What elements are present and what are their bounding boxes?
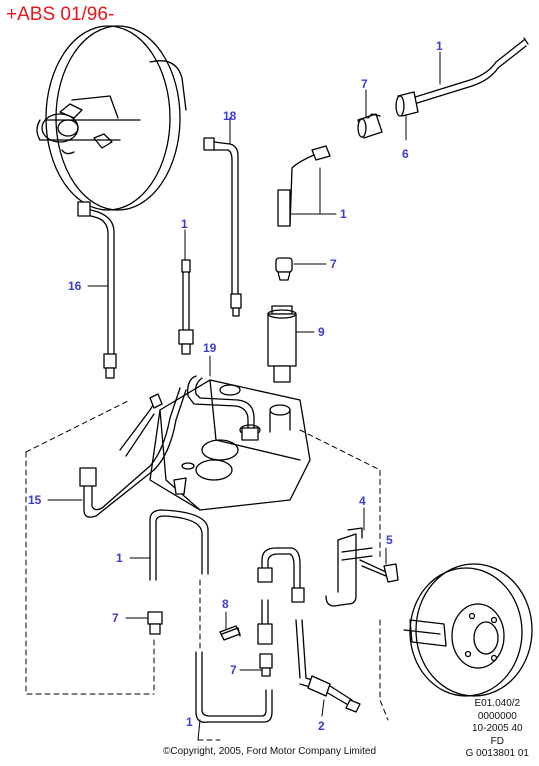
callout-1-bottom: 1 — [186, 715, 193, 729]
reference-line: 10-2005 40 — [472, 723, 523, 734]
brake-pipe-18 — [203, 137, 242, 317]
leader-lines — [47, 51, 441, 741]
brake-pipe-15 — [79, 387, 187, 518]
callout-2: 2 — [318, 719, 325, 733]
dashed-guides — [25, 399, 389, 741]
copyright-notice: ©Copyright, 2005, Ford Motor Company Lim… — [162, 746, 377, 757]
upper-right-pipe — [357, 37, 529, 139]
bolt-5 — [359, 559, 399, 583]
callout-7-left: 7 — [112, 611, 119, 625]
brake-hose — [257, 547, 361, 713]
brake-pipe-19 — [187, 375, 259, 441]
bracket-4 — [325, 527, 373, 607]
callout-1-left: 1 — [116, 551, 123, 565]
reference-line: 0000000 — [477, 710, 517, 722]
diagram-title: +ABS 01/96- — [6, 4, 115, 25]
callout-15: 15 — [28, 493, 42, 507]
hydraulic-control-unit — [149, 379, 311, 511]
callout-1-center: 1 — [181, 217, 188, 231]
brake-pipe-16 — [77, 201, 117, 379]
callout-5: 5 — [386, 533, 393, 547]
callout-1-top: 1 — [436, 39, 443, 53]
callout-16: 16 — [68, 279, 82, 293]
callout-8: 8 — [222, 597, 229, 611]
callout-9: 9 — [318, 325, 325, 339]
callout-7-right: 7 — [330, 257, 337, 271]
reference-line: E01.040/2 — [474, 698, 521, 709]
callout-7-bottom: 7 — [230, 663, 237, 677]
callout-1-right: 1 — [340, 207, 347, 221]
clip-8 — [221, 627, 241, 637]
brake-booster — [36, 25, 187, 211]
brake-pipe-lower — [195, 625, 273, 723]
callout-18: 18 — [223, 109, 237, 123]
reference-line: FD — [490, 735, 504, 747]
callout-6: 6 — [402, 147, 409, 161]
callout-labels: 1 7 6 18 1 7 1 16 9 19 15 4 5 1 7 8 7 1 … — [28, 39, 443, 733]
brake-disc — [403, 563, 533, 697]
brake-pipe-center — [178, 259, 194, 355]
adapter-9 — [267, 305, 297, 383]
callout-19: 19 — [203, 341, 217, 355]
drawing-reference-block: E01.040/2 0000000 10-2005 40 FD G 001380… — [466, 698, 529, 761]
brake-pipe-u — [147, 509, 209, 635]
callout-7-top: 7 — [361, 77, 368, 91]
callout-4: 4 — [359, 494, 366, 508]
reference-line: G 0013801 01 — [465, 748, 529, 759]
pipe-segment-1-top — [275, 145, 331, 281]
